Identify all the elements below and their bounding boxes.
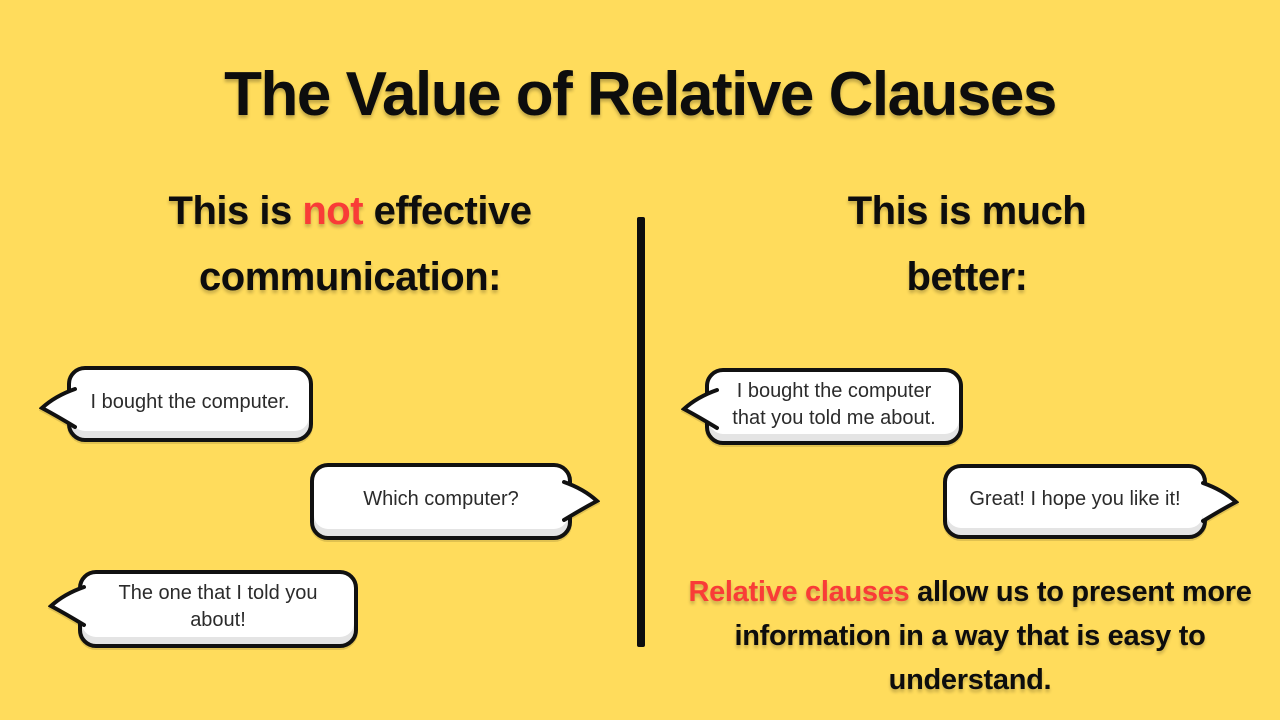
left-heading-line2: communication: <box>199 255 501 299</box>
bubble-tail-left-icon <box>681 388 719 430</box>
callout-rest: allow us to present more information in … <box>734 576 1252 696</box>
left-heading-highlight-not: not <box>302 189 364 233</box>
page-title: The Value of Relative Clauses <box>224 60 1057 129</box>
speech-bubble-left-2: Which computer? <box>310 463 600 540</box>
right-heading: This is much better: <box>660 178 1274 310</box>
divider-line <box>637 217 645 647</box>
bubble-tail-left-icon <box>39 387 77 429</box>
right-heading-line2: better: <box>906 255 1028 299</box>
speech-bubble-left-3: The one that I told you about! <box>48 570 358 648</box>
bubble-tail-left-icon <box>48 585 86 627</box>
bubble-text: I bought the computer. <box>90 390 290 413</box>
speech-bubble-left-1: I bought the computer. <box>39 366 313 442</box>
bubble-tail-right-icon <box>1201 481 1239 523</box>
bubble-text: I bought the computer that you told me a… <box>732 379 936 429</box>
bubble-text: The one that I told you about! <box>118 582 318 631</box>
speech-bubble-right-2: Great! I hope you like it! <box>943 464 1239 539</box>
left-heading-post: effective <box>363 189 532 233</box>
callout-highlight: Relative clauses <box>688 576 910 608</box>
bubble-text: Great! I hope you like it! <box>969 488 1181 510</box>
left-heading-pre: This is <box>168 189 303 233</box>
speech-bubble-right-1: I bought the computer that you told me a… <box>681 368 963 445</box>
callout-text: Relative clauses allow us to present mor… <box>673 570 1267 702</box>
right-heading-line1: This is much <box>847 189 1087 233</box>
bubble-tail-right-icon <box>562 480 600 522</box>
left-heading: This is not effective communication: <box>58 178 642 310</box>
bubble-text: Which computer? <box>363 488 519 510</box>
